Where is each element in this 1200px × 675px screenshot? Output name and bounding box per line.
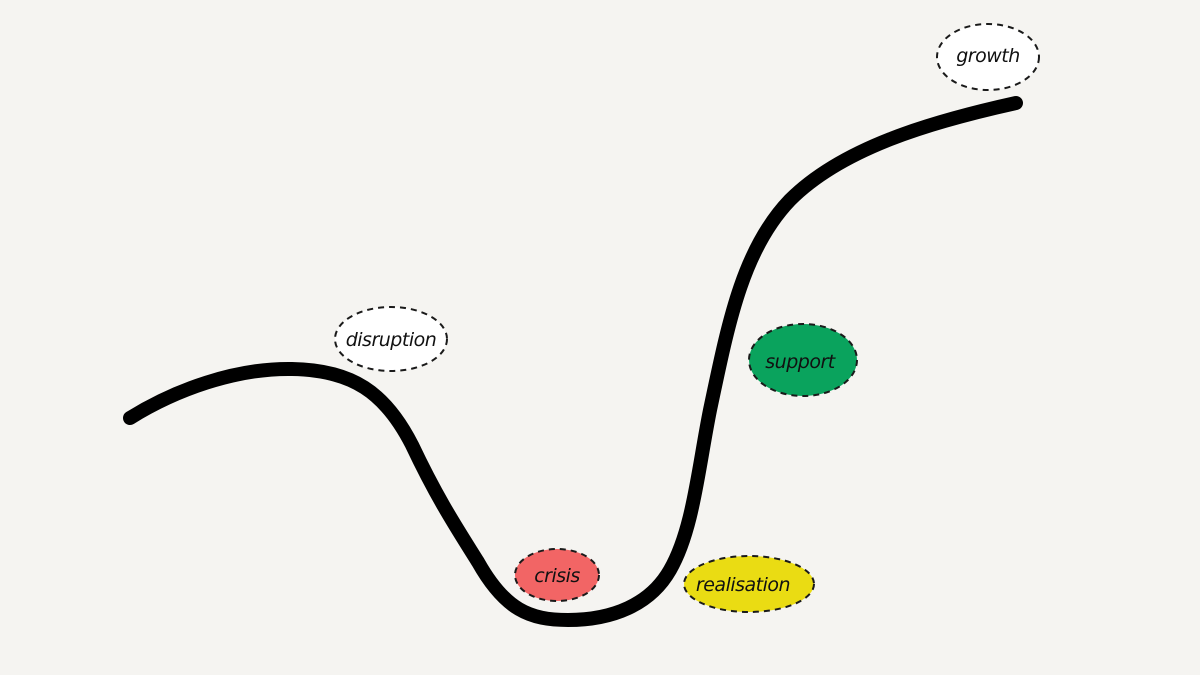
stage-support: support [748, 323, 858, 397]
crisis-bubble [514, 548, 600, 602]
growth-label: growth [956, 45, 1020, 67]
stage-growth: growth [936, 23, 1040, 91]
realisation-label: realisation [696, 574, 790, 596]
change-curve [123, 96, 1023, 627]
stage-disruption: disruption [334, 306, 448, 372]
stage-realisation: realisation [683, 555, 815, 613]
crisis-label: crisis [534, 565, 580, 587]
realisation-bubble [683, 555, 815, 613]
disruption-label: disruption [346, 329, 437, 351]
stage-crisis: crisis [514, 548, 600, 602]
support-bubble [748, 323, 858, 397]
support-label: support [765, 351, 836, 373]
disruption-bubble [334, 306, 448, 372]
growth-bubble [936, 23, 1040, 91]
